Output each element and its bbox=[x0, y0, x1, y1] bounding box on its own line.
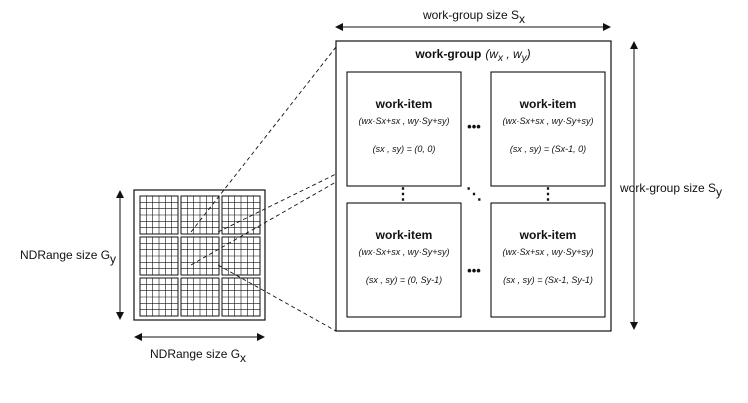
ndrange-workgroup-cell bbox=[180, 236, 220, 276]
horizontal-ellipsis-top: ••• bbox=[467, 119, 481, 134]
work-item-0-0: work-item (wx·Sx+sx , wy·Sy+sy) (sx , sy) … bbox=[346, 71, 462, 187]
ndrange-workgroup-cell bbox=[221, 277, 261, 317]
work-item-global-id: (wx·Sx+sx , wy·Sy+sy) bbox=[358, 247, 449, 257]
work-item-box bbox=[346, 202, 462, 318]
diagonal-ellipsis: ⋱ bbox=[466, 186, 482, 203]
work-item-local-id: (sx , sy) = (Sx-1, Sy-1) bbox=[503, 275, 593, 285]
horizontal-ellipsis-bottom: ••• bbox=[467, 263, 481, 278]
ndrange-size-x: NDRange size Gx bbox=[134, 333, 265, 365]
work-item-global-id: (wx·Sx+sx , wy·Sy+sy) bbox=[502, 116, 593, 126]
ndrange-workgroup-cell bbox=[180, 277, 220, 317]
workgroup-size-x-label: work-group size Sx bbox=[422, 8, 525, 26]
workgroup-size-y: work-group size Sy bbox=[619, 41, 722, 330]
ndrange-workgroup-cell bbox=[139, 236, 179, 276]
work-item-box bbox=[490, 71, 606, 187]
work-item-local-id: (sx , sy) = (0, 0) bbox=[373, 144, 436, 154]
work-item-sx1-sy1: work-item (wx·Sx+sx , wy·Sy+sy) (sx , sy) … bbox=[490, 202, 606, 318]
ndrange-workgroup-cell bbox=[221, 195, 261, 235]
work-item-global-id: (wx·Sx+sx , wy·Sy+sy) bbox=[502, 247, 593, 257]
workgroup-size-x: work-group size Sx bbox=[335, 8, 611, 31]
work-item-sx1-0: work-item (wx·Sx+sx , wy·Sy+sy) (sx , sy) … bbox=[490, 71, 606, 187]
work-item-box bbox=[490, 202, 606, 318]
ndrange-workgroup-cell bbox=[139, 277, 179, 317]
zoom-lines bbox=[190, 46, 337, 332]
work-item-title: work-item bbox=[375, 97, 433, 111]
ndrange-size-y: NDRange size Gy bbox=[20, 190, 124, 320]
work-item-title: work-item bbox=[519, 97, 577, 111]
ndrange-workgroup-cell bbox=[221, 236, 261, 276]
work-item-title: work-item bbox=[375, 228, 433, 242]
work-item-0-sy1: work-item (wx·Sx+sx , wy·Sy+sy) (sx , sy) … bbox=[346, 202, 462, 318]
work-item-global-id: (wx·Sx+sx , wy·Sy+sy) bbox=[358, 116, 449, 126]
work-items: work-item (wx·Sx+sx , wy·Sy+sy) (sx , sy) … bbox=[346, 71, 606, 318]
ndrange-grid bbox=[133, 189, 266, 321]
ndrange-workgroup-cell bbox=[180, 195, 220, 235]
vertical-ellipsis-left: ⋮ bbox=[395, 186, 411, 203]
ndrange-workgroups bbox=[139, 195, 261, 317]
ndrange-size-x-label: NDRange size Gx bbox=[150, 347, 246, 365]
workgroup-title: work-group(wx , wy) bbox=[414, 47, 530, 64]
workgroup-size-y-label: work-group size Sy bbox=[619, 181, 722, 199]
work-item-local-id: (sx , sy) = (Sx-1, 0) bbox=[510, 144, 586, 154]
work-item-local-id: (sx , sy) = (0, Sy-1) bbox=[366, 275, 442, 285]
work-item-box bbox=[346, 71, 462, 187]
work-item-title: work-item bbox=[519, 228, 577, 242]
ndrange-workgroup-cell bbox=[139, 195, 179, 235]
ndrange-size-y-label: NDRange size Gy bbox=[20, 248, 116, 266]
vertical-ellipsis-right: ⋮ bbox=[540, 186, 556, 203]
